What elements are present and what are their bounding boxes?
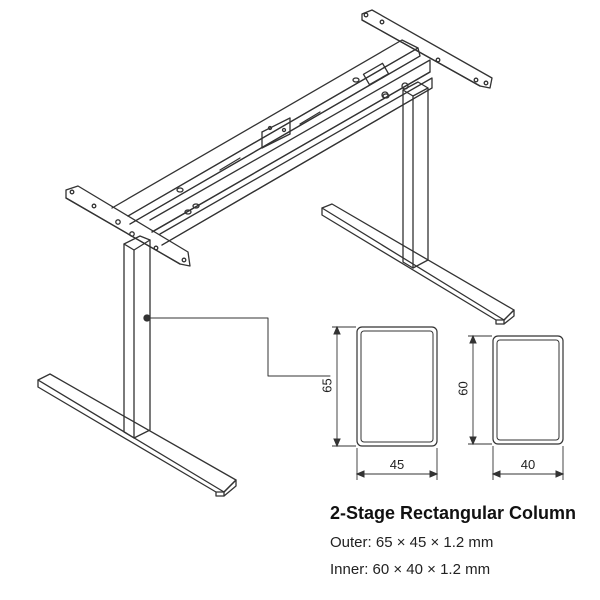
- inner-cross-section: [468, 334, 565, 480]
- front-top-bracket: [65, 185, 191, 267]
- outer-spec-text: Outer: 65 × 45 × 1.2 mm: [330, 534, 494, 551]
- inner-height-label: 60: [455, 381, 471, 396]
- outer-cross-section: [332, 325, 439, 480]
- rear-top-bracket: [361, 9, 493, 89]
- diagram-title: 2-Stage Rectangular Column: [330, 503, 577, 523]
- rear-foot: [321, 203, 515, 325]
- inner-width-label: 40: [520, 457, 536, 472]
- front-leg-column: [123, 235, 151, 439]
- rear-leg-column: [381, 81, 429, 269]
- outer-width-label: 45: [389, 457, 405, 472]
- inner-spec-text: Inner: 60 × 40 × 1.2 mm: [330, 561, 491, 578]
- callout-line: [149, 317, 331, 377]
- front-foot: [37, 373, 237, 497]
- crossbeam: [111, 39, 433, 246]
- outer-height-label: 65: [319, 378, 335, 393]
